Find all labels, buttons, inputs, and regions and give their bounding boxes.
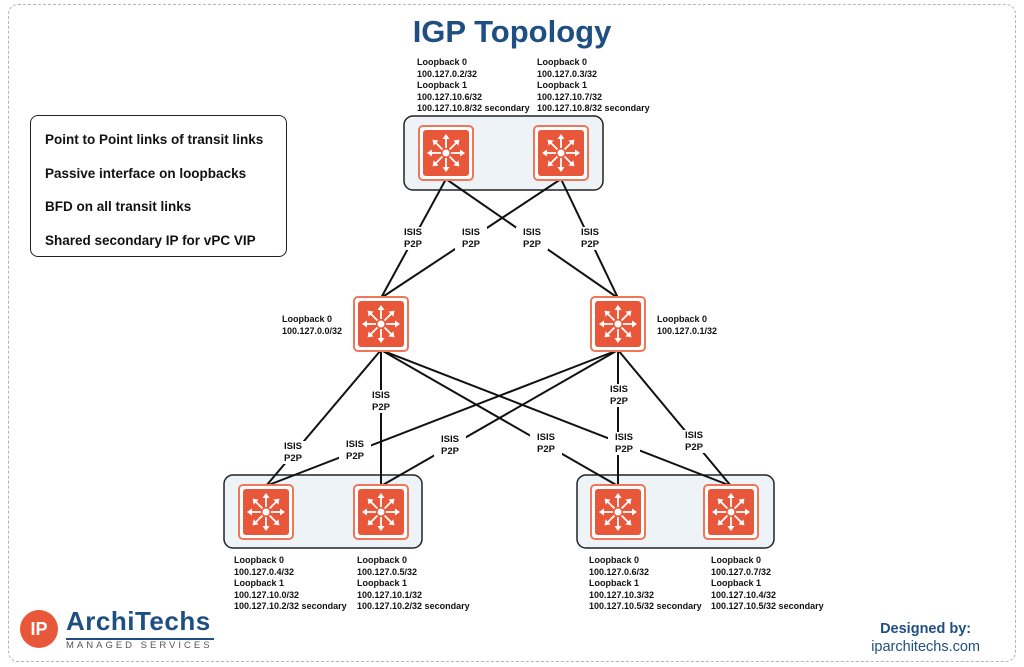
link-m2-b4	[617, 349, 732, 487]
link-m2-b2	[380, 349, 619, 487]
node-label-top-left: Loopback 0 100.127.0.2/32 Loopback 1 100…	[417, 57, 530, 113]
router-switch-icon	[703, 484, 759, 540]
link-m1-b4	[380, 349, 732, 487]
router-switch-icon	[590, 296, 646, 352]
router-switch-icon	[353, 484, 409, 540]
node-label-bottom-4: Loopback 0 100.127.0.7/32 Loopback 1 100…	[711, 555, 824, 611]
link-label-type: P2P	[610, 395, 628, 407]
link-label-type: P2P	[346, 450, 364, 462]
router-switch-icon	[590, 484, 646, 540]
link-label-protocol: ISIS	[537, 432, 555, 443]
router-switch-icon	[418, 125, 474, 181]
link-label-type: P2P	[537, 443, 555, 455]
node-label-top-right: Loopback 0 100.127.0.3/32 Loopback 1 100…	[537, 57, 650, 113]
router-switch-icon	[238, 484, 294, 540]
link-label-protocol: ISIS	[581, 227, 599, 238]
link-label-type: P2P	[284, 452, 302, 464]
node-label-bottom-2: Loopback 0 100.127.0.5/32 Loopback 1 100…	[357, 555, 470, 611]
router-switch-icon	[533, 125, 589, 181]
notes-box: Point to Point links of transit links Pa…	[30, 115, 287, 257]
link-label-protocol: ISIS	[462, 227, 480, 238]
link-m2-b1	[265, 349, 619, 487]
logo-badge: IP	[20, 610, 58, 648]
link-label-protocol: ISIS	[523, 227, 541, 238]
link-label-type: P2P	[372, 401, 390, 413]
router-switch-icon	[353, 296, 409, 352]
node-label-mid-right: Loopback 0 100.127.0.1/32	[657, 314, 718, 336]
link-label-protocol: ISIS	[404, 227, 422, 238]
designed-by-block: Designed by: iparchitechs.com	[871, 620, 980, 656]
link-label-type: P2P	[462, 238, 480, 250]
node-label-bottom-1: Loopback 0 100.127.0.4/32 Loopback 1 100…	[234, 555, 347, 611]
link-label-type: P2P	[441, 445, 459, 457]
note-item: Point to Point links of transit links	[45, 132, 264, 147]
link-label-protocol: ISIS	[441, 434, 459, 445]
website-link[interactable]: iparchitechs.com	[871, 639, 980, 655]
link-label-type: P2P	[685, 441, 703, 453]
note-item: Shared secondary IP for vPC VIP	[45, 232, 256, 248]
designed-by-label: Designed by:	[880, 621, 972, 637]
page-frame	[8, 4, 1016, 662]
link-label-type: P2P	[523, 238, 541, 250]
link-label-protocol: ISIS	[685, 430, 703, 441]
link-label-type: P2P	[615, 443, 633, 455]
note-item: BFD on all transit links	[45, 199, 192, 214]
node-label-mid-left: Loopback 0 100.127.0.0/32	[282, 314, 343, 336]
link-label-type: P2P	[581, 238, 599, 250]
link-label-protocol: ISIS	[284, 441, 302, 452]
link-label-protocol: ISIS	[610, 384, 628, 395]
link-m1-b1	[265, 349, 382, 487]
link-label-protocol: ISIS	[615, 432, 633, 443]
note-item: Passive interface on loopbacks	[45, 165, 247, 181]
link-label-type: P2P	[404, 238, 422, 250]
diagram-title: IGP Topology	[412, 14, 612, 49]
company-logo: IP ArchiTechs MANAGED SERVICES	[20, 606, 220, 658]
logo-subtitle: MANAGED SERVICES	[66, 640, 213, 651]
link-label-protocol: ISIS	[346, 439, 364, 450]
link-label-protocol: ISIS	[372, 390, 390, 401]
logo-brand: ArchiTechs	[66, 606, 211, 636]
node-label-bottom-3: Loopback 0 100.127.0.6/32 Loopback 1 100…	[589, 555, 702, 611]
logo-underline	[66, 638, 214, 640]
